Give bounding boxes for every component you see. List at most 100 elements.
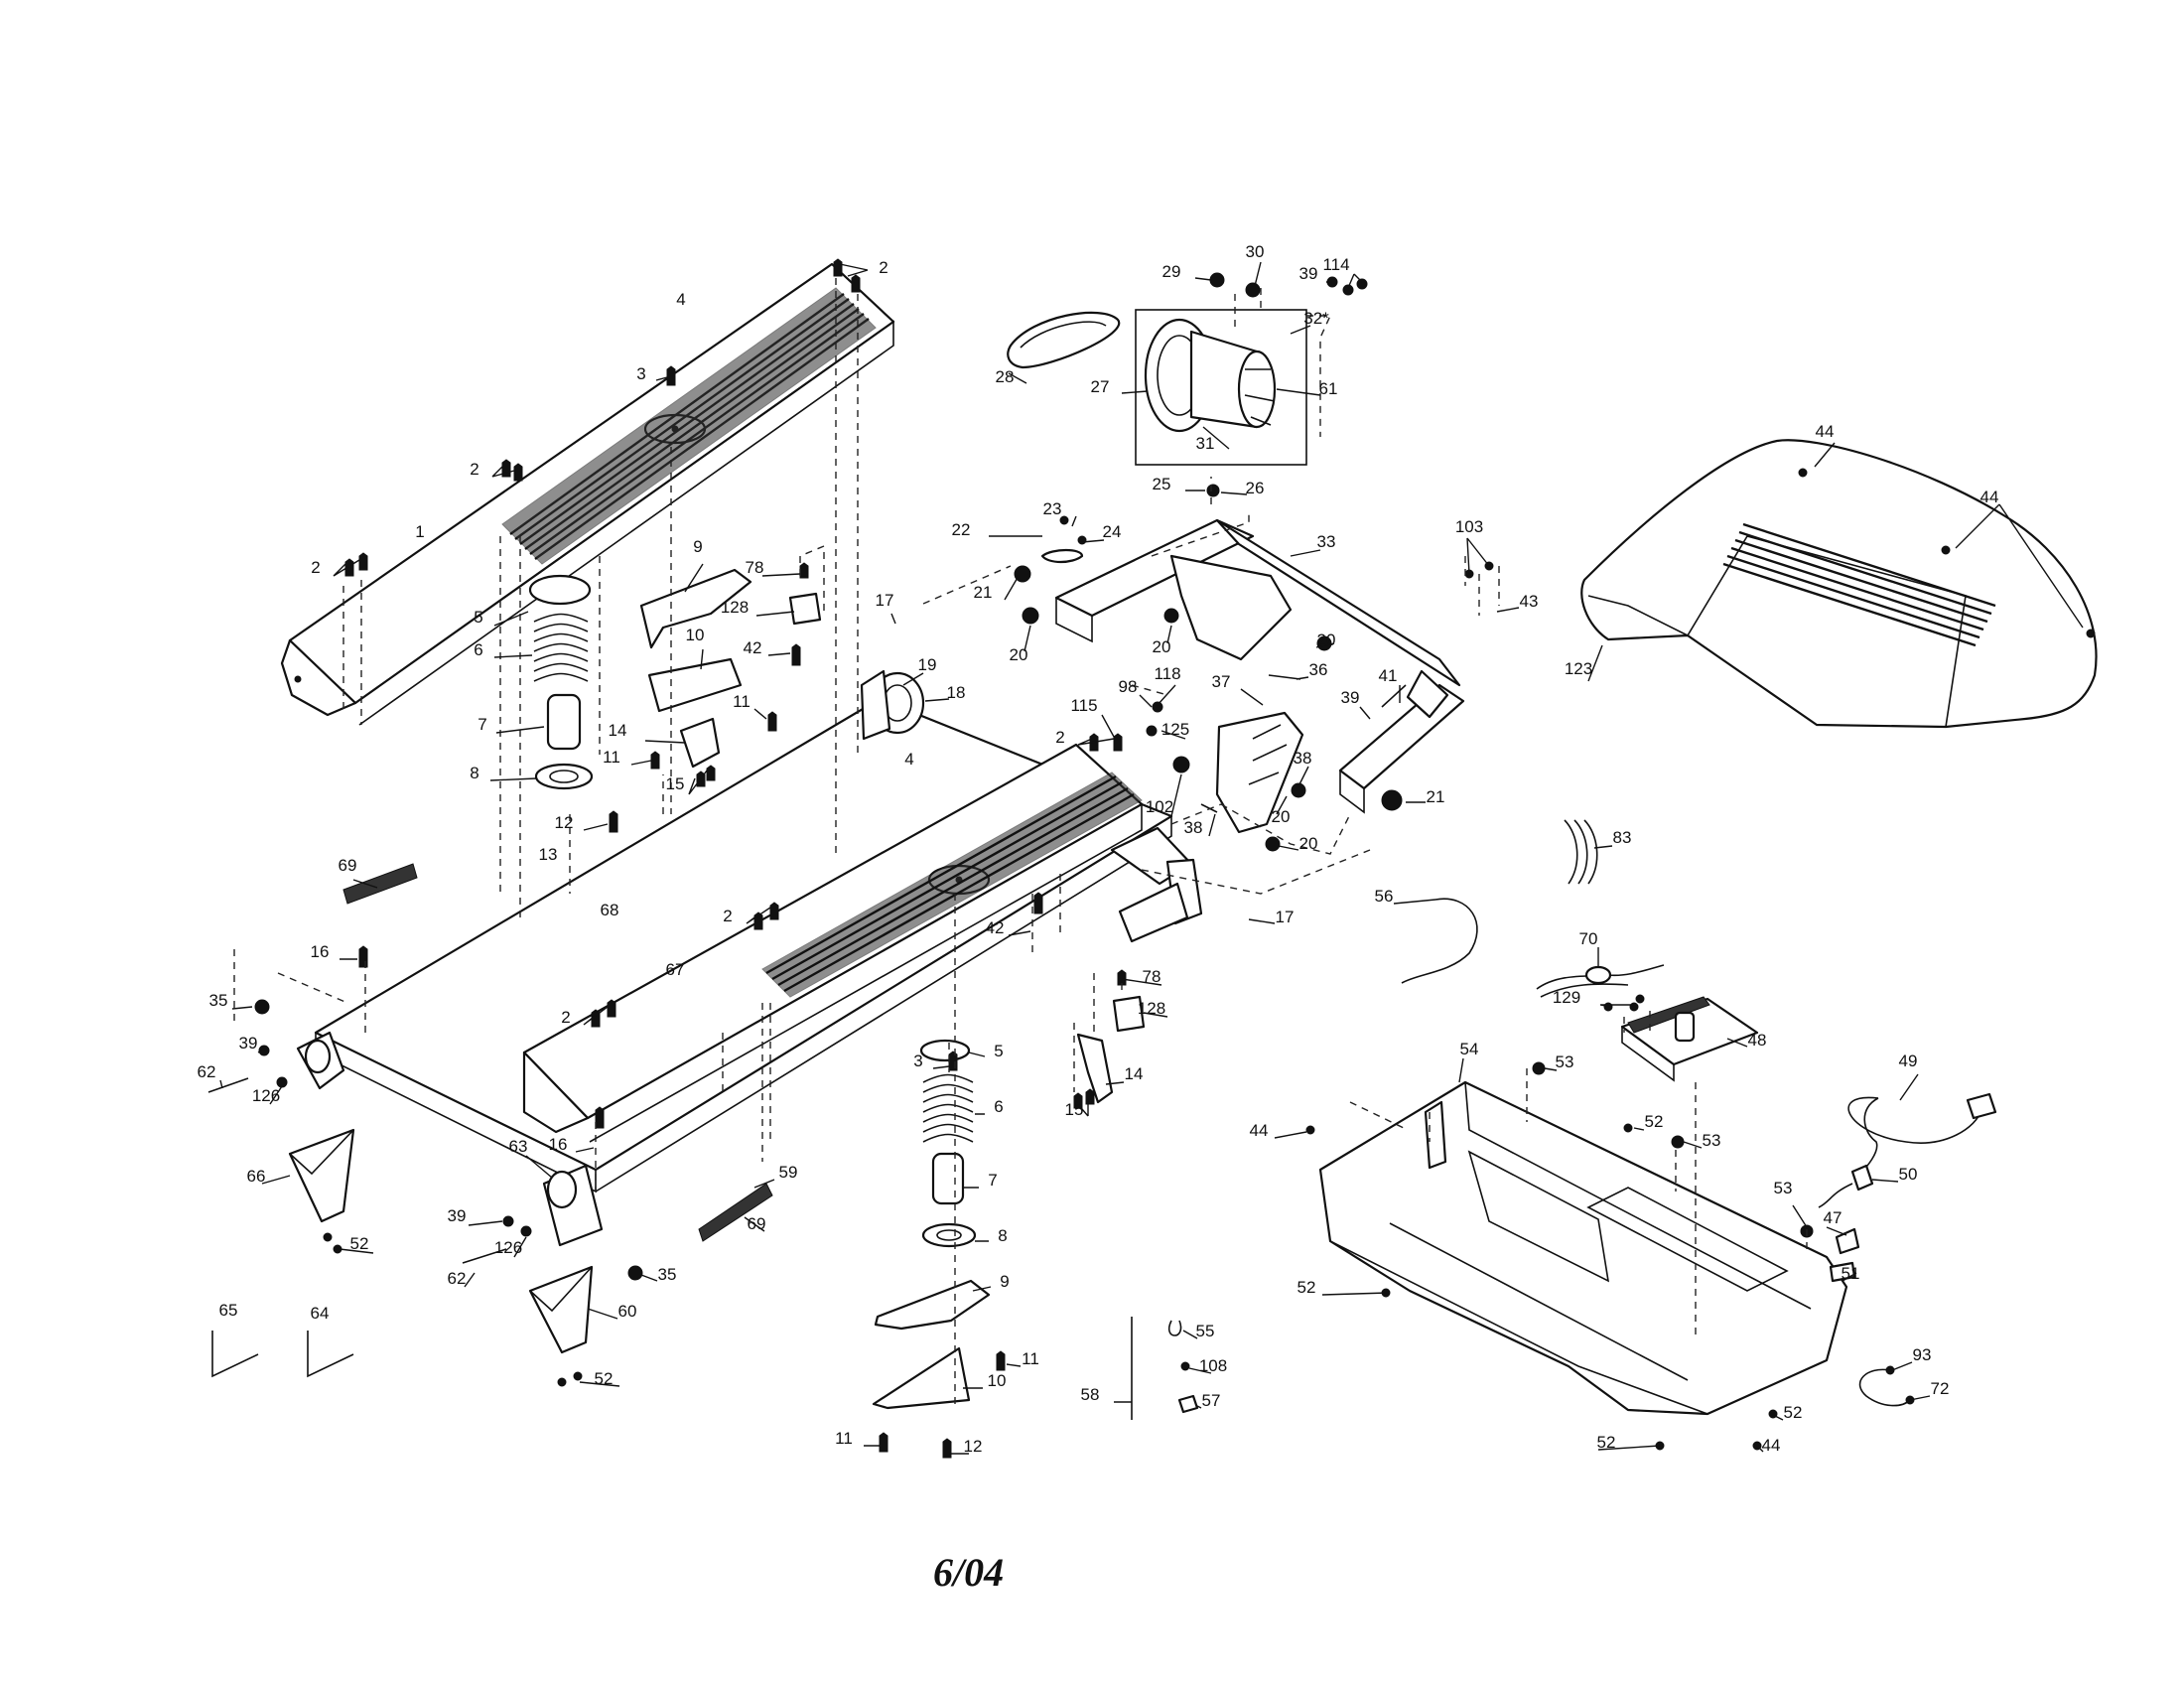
callout-6: 6 bbox=[474, 640, 482, 659]
callout-17: 17 bbox=[1276, 908, 1295, 926]
callout-52: 52 bbox=[595, 1369, 614, 1388]
base-pan bbox=[1318, 1080, 1848, 1416]
callout-1: 1 bbox=[415, 522, 424, 541]
callout-28: 28 bbox=[996, 367, 1015, 386]
callout-39: 39 bbox=[1299, 264, 1318, 283]
callout-64: 64 bbox=[311, 1304, 330, 1323]
callout-114: 114 bbox=[1322, 255, 1349, 274]
callout-2: 2 bbox=[470, 460, 478, 479]
callout-27: 27 bbox=[1091, 377, 1110, 396]
callout-15: 15 bbox=[1065, 1100, 1084, 1119]
controller-board bbox=[1620, 996, 1759, 1082]
callout-56: 56 bbox=[1375, 887, 1394, 906]
callout-52: 52 bbox=[1645, 1112, 1664, 1131]
callout-13: 13 bbox=[539, 845, 558, 864]
right-cushion-stack bbox=[919, 1039, 977, 1248]
callout-5: 5 bbox=[474, 608, 482, 627]
grip-strips bbox=[342, 863, 773, 1242]
callout-11: 11 bbox=[733, 692, 751, 711]
left-cushion-stack bbox=[528, 574, 594, 790]
callout-8: 8 bbox=[998, 1226, 1007, 1245]
callout-59: 59 bbox=[779, 1163, 798, 1182]
callout-12: 12 bbox=[964, 1437, 983, 1456]
callout-10: 10 bbox=[686, 626, 705, 644]
callout-21: 21 bbox=[1427, 787, 1445, 806]
callout-53: 53 bbox=[1703, 1131, 1721, 1150]
callout-16: 16 bbox=[549, 1135, 568, 1154]
callout-12: 12 bbox=[555, 813, 574, 832]
callout-78: 78 bbox=[1143, 967, 1161, 986]
callout-14: 14 bbox=[609, 721, 627, 740]
callout-2: 2 bbox=[879, 258, 887, 277]
callout-98: 98 bbox=[1119, 677, 1138, 696]
callout-125: 125 bbox=[1161, 720, 1189, 739]
assembly-guide-lines bbox=[233, 278, 1808, 1410]
lower-block bbox=[1112, 995, 1146, 1033]
rear-roller-end bbox=[304, 1039, 578, 1209]
callout-39: 39 bbox=[448, 1206, 467, 1225]
callout-44: 44 bbox=[1762, 1436, 1781, 1455]
callout-108: 108 bbox=[1199, 1356, 1227, 1375]
callout-32: 32* bbox=[1303, 309, 1329, 328]
callout-65: 65 bbox=[219, 1301, 238, 1320]
callout-69: 69 bbox=[339, 856, 357, 875]
callout-83: 83 bbox=[1613, 828, 1632, 847]
callout-16: 16 bbox=[311, 942, 330, 961]
callout-21: 21 bbox=[974, 583, 993, 602]
callout-53: 53 bbox=[1774, 1179, 1793, 1197]
callout-38: 38 bbox=[1184, 818, 1203, 837]
callout-51: 51 bbox=[1842, 1264, 1860, 1283]
callout-2: 2 bbox=[1055, 728, 1064, 747]
callout-72: 72 bbox=[1931, 1379, 1950, 1398]
callout-93: 93 bbox=[1913, 1345, 1932, 1364]
power-cord bbox=[1818, 1092, 1997, 1208]
left-foot bbox=[288, 1128, 355, 1223]
fasteners bbox=[207, 258, 2096, 1459]
callout-10: 10 bbox=[988, 1371, 1007, 1390]
callout-25: 25 bbox=[1153, 475, 1171, 493]
right-foot bbox=[528, 1265, 594, 1354]
callout-60: 60 bbox=[618, 1302, 637, 1321]
lower-brackets bbox=[872, 1033, 1114, 1410]
callout-20: 20 bbox=[1299, 834, 1318, 853]
callout-6: 6 bbox=[994, 1097, 1003, 1116]
callout-128: 128 bbox=[721, 598, 749, 617]
right-rail-grate bbox=[761, 772, 1143, 998]
callout-9: 9 bbox=[1000, 1272, 1009, 1291]
callout-2: 2 bbox=[311, 558, 320, 577]
callout-14: 14 bbox=[1125, 1064, 1144, 1083]
callout-labels: 1222222334455667788991010111111111212131… bbox=[198, 242, 1999, 1456]
front-roller-pulley bbox=[860, 669, 925, 741]
callout-58: 58 bbox=[1081, 1385, 1100, 1404]
callout-53: 53 bbox=[1556, 1052, 1574, 1071]
callout-11: 11 bbox=[603, 748, 620, 767]
callout-17: 17 bbox=[876, 591, 894, 610]
callout-41: 41 bbox=[1379, 666, 1398, 685]
callout-44: 44 bbox=[1816, 422, 1835, 441]
callout-128: 128 bbox=[1138, 999, 1165, 1018]
callout-24: 24 bbox=[1103, 522, 1122, 541]
callout-4: 4 bbox=[904, 750, 913, 769]
callout-42: 42 bbox=[744, 638, 762, 657]
callout-2: 2 bbox=[561, 1008, 570, 1027]
callout-118: 118 bbox=[1154, 664, 1180, 683]
callout-20: 20 bbox=[1272, 807, 1291, 826]
motor-assembly bbox=[1135, 309, 1307, 466]
callout-26: 26 bbox=[1246, 479, 1265, 497]
callout-115: 115 bbox=[1070, 696, 1097, 715]
callout-37: 37 bbox=[1212, 672, 1231, 691]
callout-61: 61 bbox=[1319, 379, 1338, 398]
right-upright-bracket bbox=[1118, 858, 1203, 943]
callout-35: 35 bbox=[658, 1265, 677, 1284]
callout-50: 50 bbox=[1899, 1165, 1918, 1184]
callout-44: 44 bbox=[1980, 488, 1999, 506]
callout-20: 20 bbox=[1317, 631, 1336, 649]
callout-20: 20 bbox=[1153, 637, 1171, 656]
callout-11: 11 bbox=[1022, 1349, 1039, 1368]
callout-78: 78 bbox=[746, 558, 764, 577]
callout-102: 102 bbox=[1146, 797, 1173, 816]
left-rail-grate-hatch bbox=[501, 287, 877, 565]
callout-43: 43 bbox=[1520, 592, 1539, 611]
callout-47: 47 bbox=[1824, 1208, 1843, 1227]
callout-103: 103 bbox=[1455, 517, 1483, 536]
